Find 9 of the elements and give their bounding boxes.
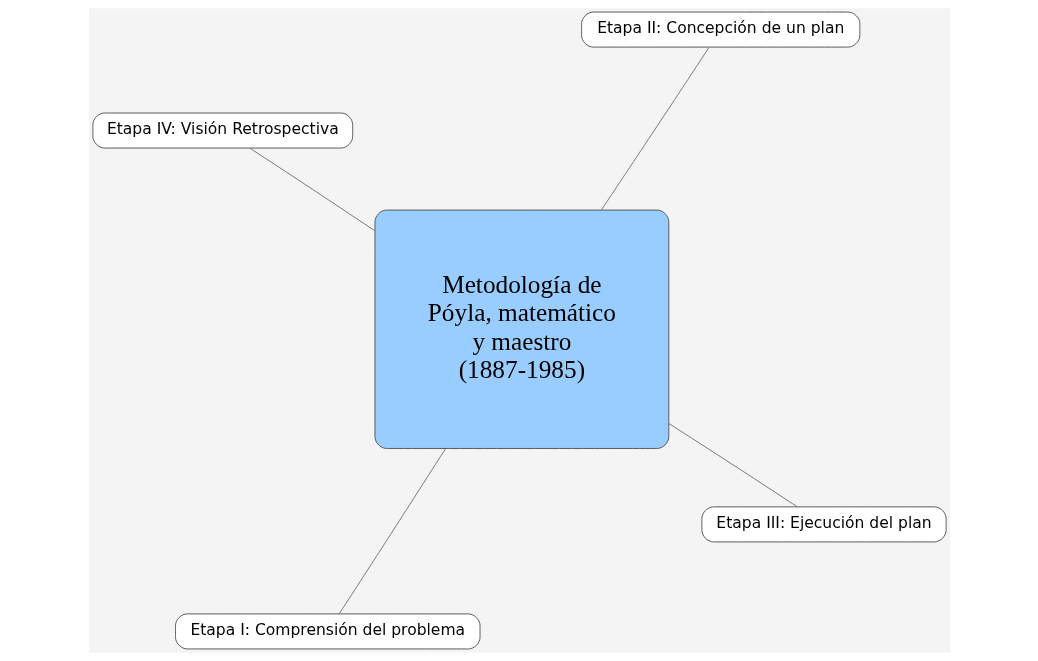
- node-box: Etapa III: Ejecución del plan: [700, 506, 947, 543]
- node-box: Metodología de Póyla, matemático y maestro (1887-1985): [373, 209, 669, 449]
- node-box: Etapa II: Concepción de un plan: [580, 11, 860, 48]
- connector: [600, 46, 710, 211]
- connector: [248, 147, 375, 232]
- node-box: Etapa I: Comprensión del problema: [174, 613, 481, 650]
- connector: [668, 423, 798, 508]
- node-box: Etapa IV: Visión Retrospectiva: [91, 112, 353, 149]
- connector: [338, 448, 446, 615]
